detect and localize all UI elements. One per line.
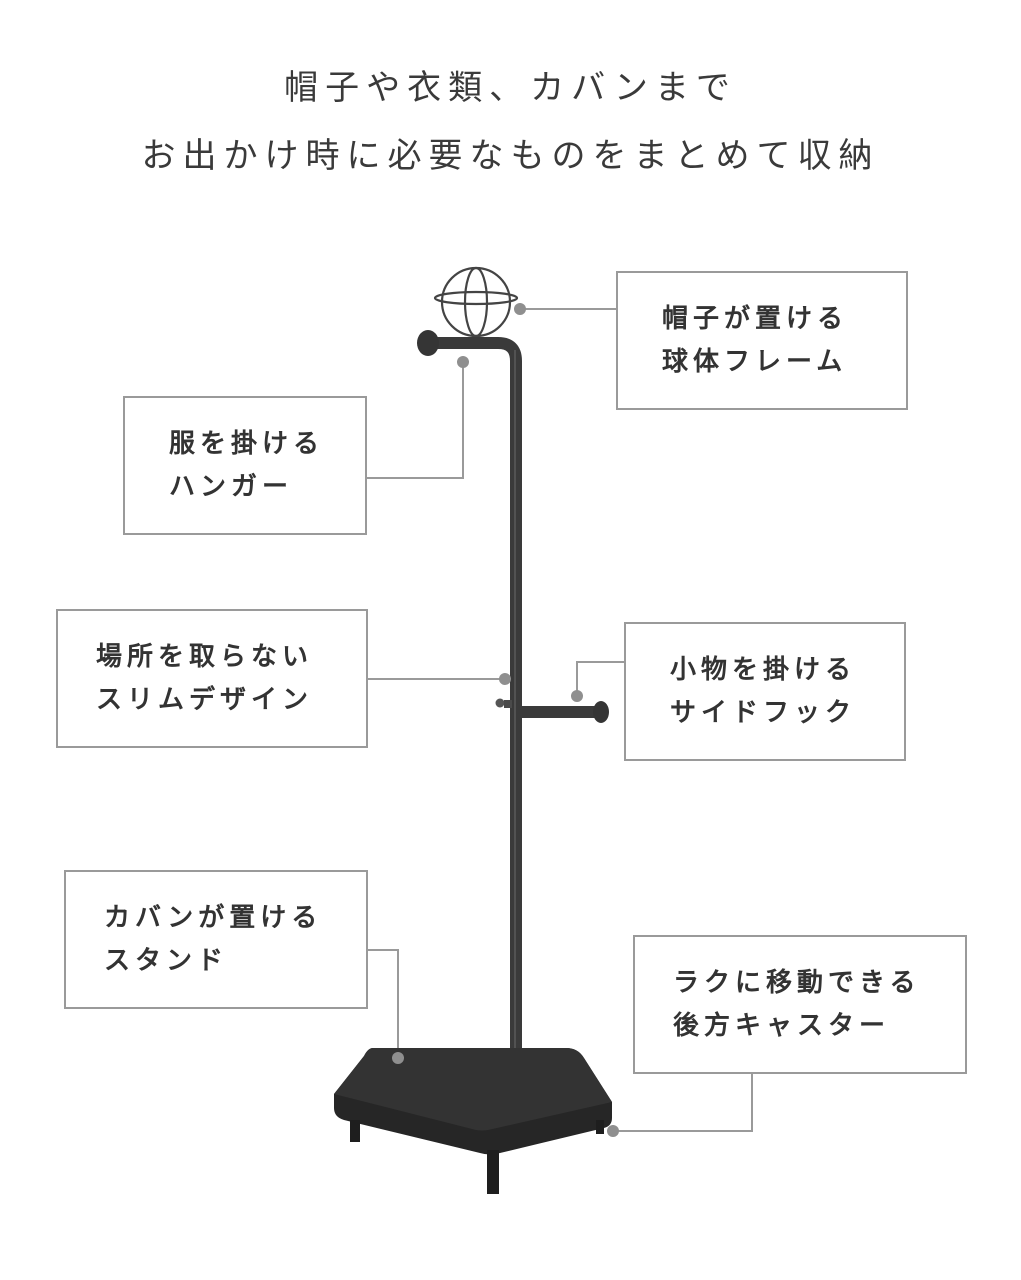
dot-casters xyxy=(607,1125,619,1137)
dot-bag-stand xyxy=(392,1052,404,1064)
callout-bag-stand-line1: カバンが置ける xyxy=(104,902,323,933)
callout-hat-frame-line2: 球体フレーム xyxy=(662,346,848,377)
leader-dots xyxy=(392,303,619,1137)
callout-casters-line1: ラクに移動できる xyxy=(673,967,921,998)
leader-hanger xyxy=(366,362,464,479)
callout-casters: ラクに移動できる 後方キャスター xyxy=(633,935,967,1074)
stand-pole xyxy=(417,330,522,1082)
leader-bag-stand xyxy=(366,949,399,1058)
callout-hat-frame: 帽子が置ける 球体フレーム xyxy=(616,271,908,410)
leader-side-hook xyxy=(576,661,625,696)
leader-casters xyxy=(613,1073,753,1132)
caster-rear xyxy=(596,1120,604,1134)
base-foot-front xyxy=(487,1150,499,1194)
dot-slim-design xyxy=(499,673,511,685)
callout-side-hook-line1: 小物を掛ける xyxy=(670,654,857,685)
hanger-end-cap xyxy=(417,330,439,356)
callout-slim-design-line1: 場所を取らない xyxy=(96,641,314,672)
side-hook xyxy=(495,698,609,723)
dot-side-hook xyxy=(571,690,583,702)
callout-side-hook: 小物を掛ける サイドフック xyxy=(624,622,906,761)
base-foot-left xyxy=(350,1120,360,1142)
headline-line-2: お出かけ時に必要なものをまとめて収納 xyxy=(141,136,880,176)
hat-frame xyxy=(433,266,519,338)
callout-bag-stand-line2: スタンド xyxy=(104,945,229,976)
callout-side-hook-line2: サイドフック xyxy=(670,697,857,728)
dot-hanger xyxy=(457,356,469,368)
callout-casters-line2: 後方キャスター xyxy=(673,1010,891,1041)
leader-lines xyxy=(366,308,753,1132)
callout-hanger-line2: ハンガー xyxy=(169,471,294,502)
callout-slim-design: 場所を取らない スリムデザイン xyxy=(56,609,368,748)
stand-base xyxy=(334,1048,612,1194)
callout-hanger-line1: 服を掛ける xyxy=(169,428,325,459)
callout-hanger: 服を掛ける ハンガー xyxy=(123,396,367,535)
callout-bag-stand: カバンが置ける スタンド xyxy=(64,870,368,1009)
headline-line-1: 帽子や衣類、カバンまで xyxy=(284,68,737,108)
callout-slim-design-line2: スリムデザイン xyxy=(96,684,314,715)
callout-hat-frame-line1: 帽子が置ける xyxy=(662,303,849,334)
dot-hat-frame xyxy=(514,303,526,315)
